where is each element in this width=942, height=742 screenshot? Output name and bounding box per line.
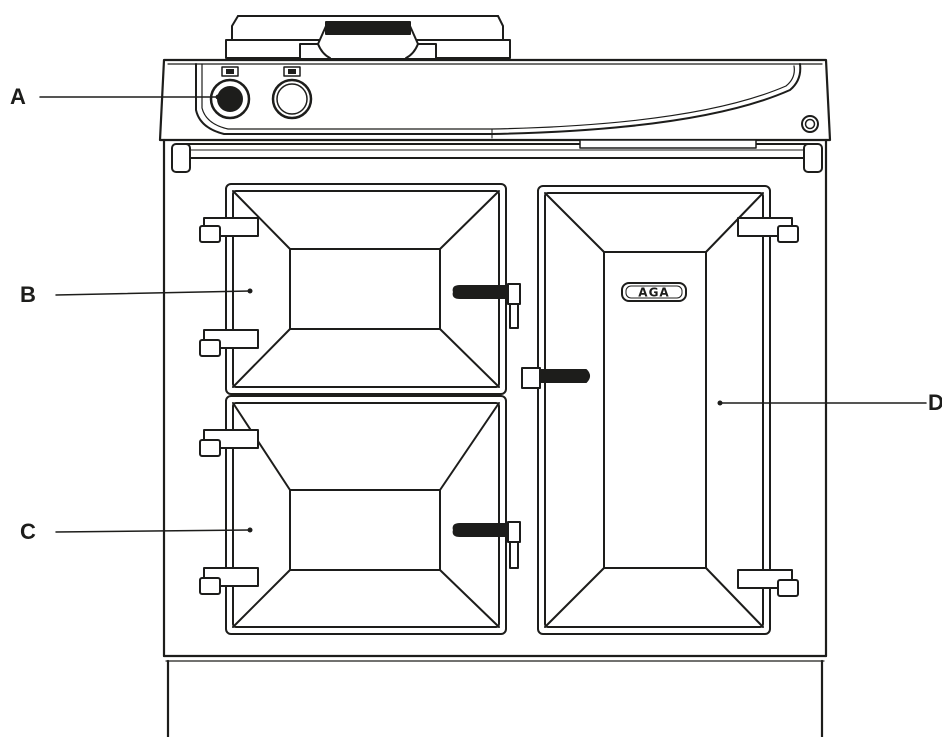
brand-label: AGA — [638, 286, 669, 300]
oven-door-d: AGA — [521, 185, 799, 635]
callout-c: C — [20, 519, 36, 544]
brand-badge — [621, 282, 687, 302]
leader-line-b — [55, 290, 251, 296]
control-knob-a — [209, 66, 251, 120]
control-knob-2 — [271, 66, 313, 120]
leader-dot-d — [717, 400, 723, 406]
control-panel — [158, 58, 832, 142]
leader-dot-a — [215, 94, 221, 100]
hotplate-lid — [225, 15, 511, 59]
callout-a: A — [10, 84, 26, 109]
leader-line-c — [55, 529, 251, 533]
oven-door-c — [199, 395, 521, 635]
leader-dot-c — [247, 527, 253, 533]
leader-lines — [39, 94, 927, 533]
leader-dot-b — [247, 288, 253, 294]
callout-d: D — [928, 390, 942, 415]
towel-rail — [171, 139, 823, 173]
callout-b: B — [20, 282, 36, 307]
oven-door-b — [199, 183, 521, 395]
cooker-body — [162, 138, 828, 739]
